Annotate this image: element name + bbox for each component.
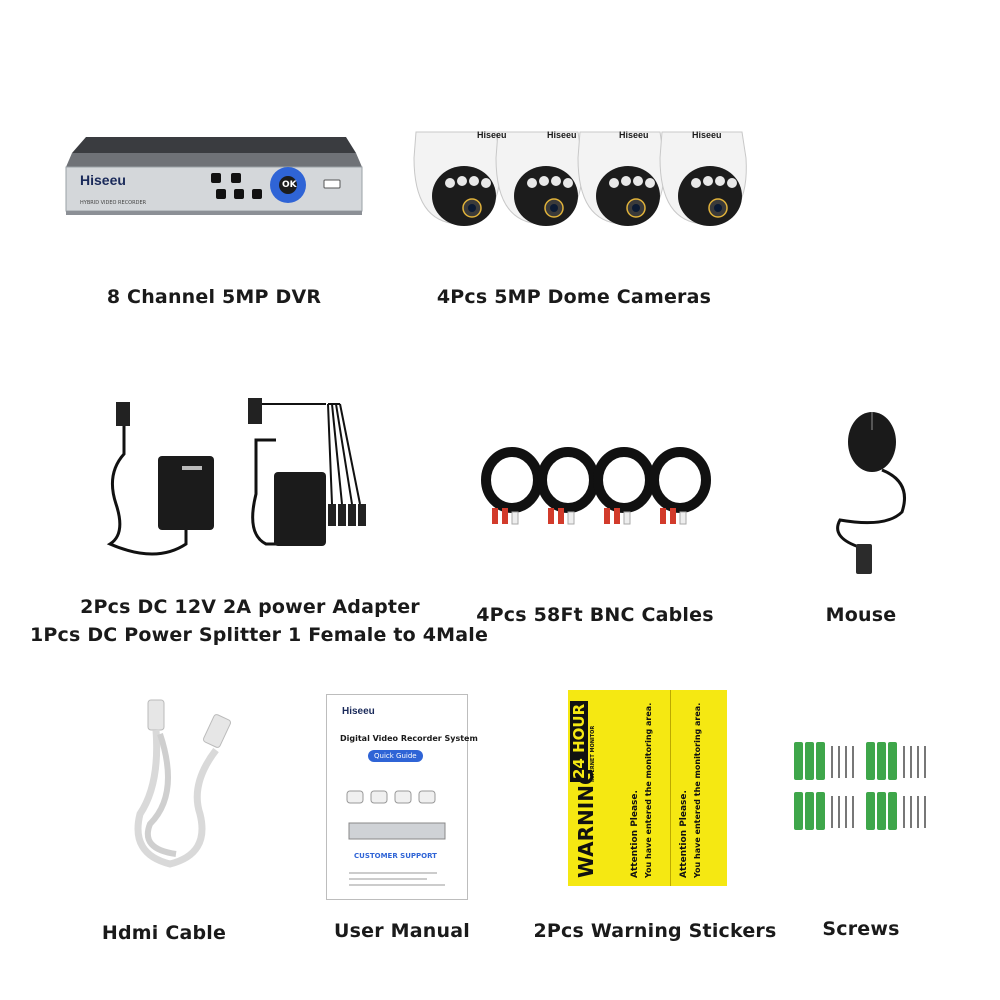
mouse-image [826, 408, 910, 578]
user-manual-image [326, 694, 468, 900]
dome-cameras-image [413, 126, 748, 236]
sticker1-monitor-text: INTERNET MONITOR [590, 725, 596, 782]
camera-logo-3: Hiseeu [619, 130, 649, 140]
screws-label: Screws [822, 918, 900, 940]
dvr-logo-text: Hiseeu [80, 172, 126, 188]
dvr-image [65, 133, 363, 223]
manual-logo-text: Hiseeu [342, 706, 375, 717]
bnc-cables-image [481, 446, 712, 530]
camera-logo-2: Hiseeu [547, 130, 577, 140]
hdmi-cable-label: Hdmi Cable [101, 922, 227, 944]
warning-stickers-label: 2Pcs Warning Stickers [533, 920, 777, 942]
warning-sticker-1: WARNING 24 HOUR INTERNET MONITOR Attenti… [568, 690, 670, 886]
power-adapter-label-line1: 2Pcs DC 12V 2A power Adapter [80, 596, 420, 618]
bnc-cables-label: 4Pcs 58Ft BNC Cables [476, 604, 714, 626]
sticker2-notice-line2: You have entered the monitoring area. [693, 702, 702, 878]
power-adapters-image [96, 394, 366, 574]
sticker1-warning-text: WARNING [574, 768, 598, 878]
screws-image [790, 736, 940, 836]
warning-sticker-2: Attention Please. You have entered the m… [670, 690, 727, 886]
dvr-caption-text: HYBRID VIDEO RECORDER [80, 200, 147, 206]
dvr-ok-text: OK [282, 180, 297, 190]
camera-logo-1: Hiseeu [477, 130, 507, 140]
manual-guide-button: Quick Guide [368, 750, 423, 762]
mouse-label: Mouse [825, 604, 897, 626]
power-adapter-label-line2: 1Pcs DC Power Splitter 1 Female to 4Male [30, 624, 489, 646]
hdmi-cable-image [120, 694, 238, 874]
cameras-label: 4Pcs 5MP Dome Cameras [436, 286, 712, 308]
dvr-label: 8 Channel 5MP DVR [106, 286, 322, 308]
sticker1-notice-line2: You have entered the monitoring area. [644, 702, 653, 878]
camera-logo-4: Hiseeu [692, 130, 722, 140]
user-manual-label: User Manual [334, 920, 470, 942]
manual-title: Digital Video Recorder System [340, 734, 478, 743]
sticker1-notice-line1: Attention Please. [630, 790, 640, 878]
sticker2-notice-line1: Attention Please. [679, 790, 689, 878]
sticker1-hours-text: 24 HOUR [570, 700, 588, 782]
manual-support-heading: CUSTOMER SUPPORT [354, 852, 437, 860]
